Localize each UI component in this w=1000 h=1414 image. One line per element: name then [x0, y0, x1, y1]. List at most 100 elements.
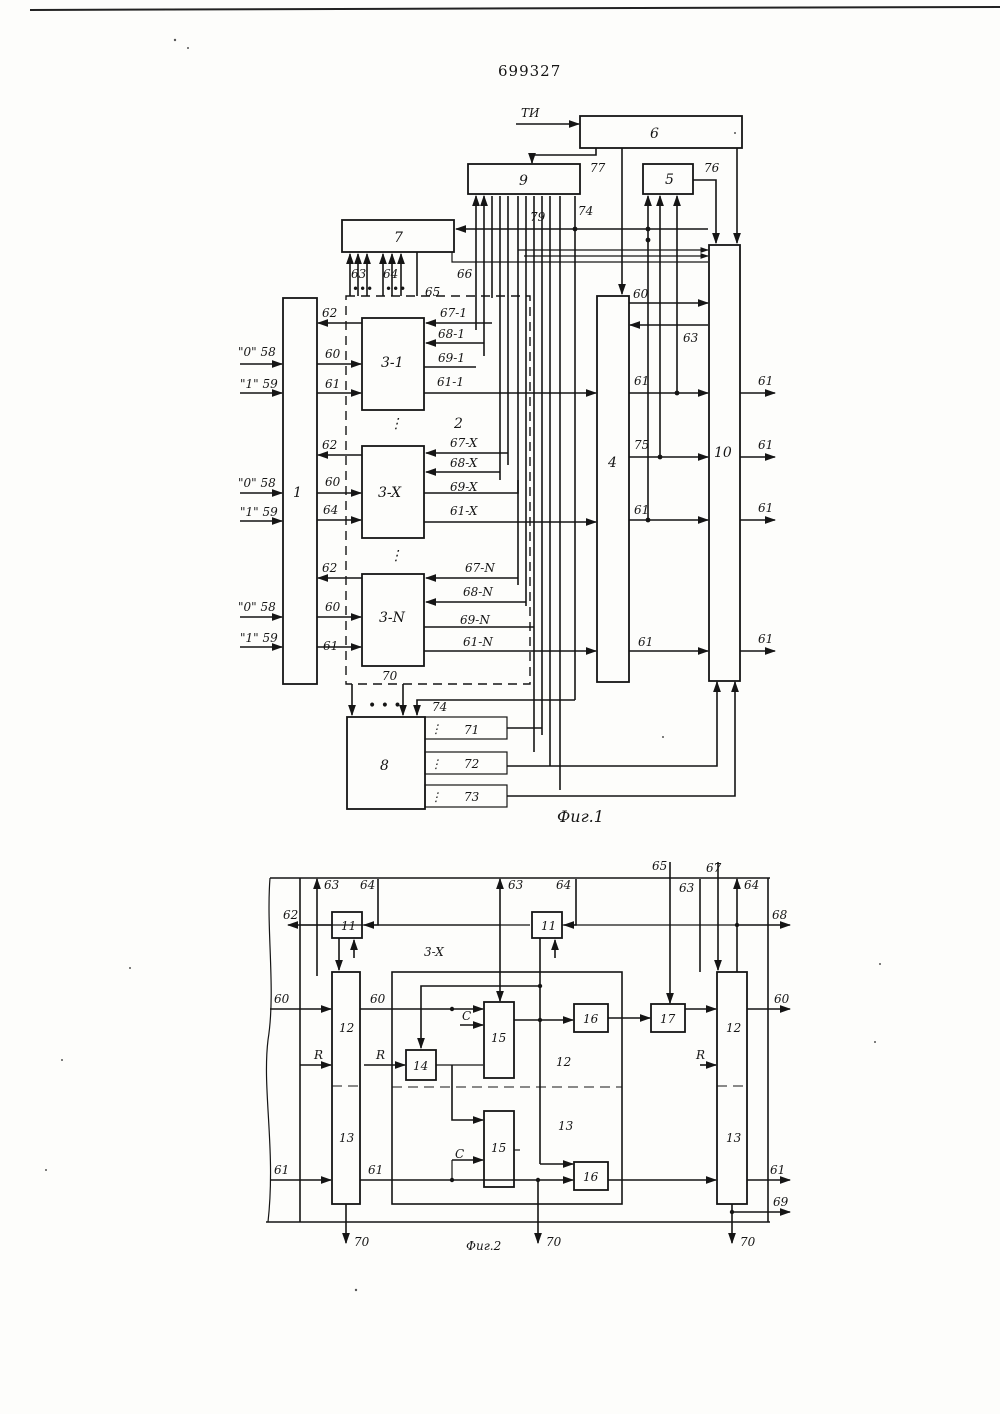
- label-74-top: 74: [578, 204, 593, 218]
- svg-text:⋮: ⋮: [430, 790, 442, 804]
- svg-text:11: 11: [341, 919, 356, 933]
- svg-text:70: 70: [546, 1235, 562, 1249]
- fig2-caption: Фиг.2: [466, 1239, 501, 1253]
- svg-text:13: 13: [726, 1131, 742, 1145]
- svg-text:67: 67: [706, 861, 722, 875]
- svg-text:67-1: 67-1: [440, 306, 467, 320]
- svg-text:70: 70: [354, 1235, 370, 1249]
- svg-text:"1" 59: "1" 59: [240, 505, 278, 519]
- svg-text:61: 61: [758, 501, 773, 515]
- svg-text:73: 73: [464, 790, 480, 804]
- figure-2: 11 62 63 64 12 13 60 R 61 70 3-X 60 R 61: [266, 859, 790, 1253]
- svg-text:12: 12: [339, 1021, 354, 1035]
- block-3-x-label: 3-X: [378, 485, 402, 501]
- svg-text:61: 61: [638, 635, 653, 649]
- label-66: 66: [457, 267, 473, 281]
- fig2-register-right: [717, 972, 747, 1204]
- fig1-caption: Фиг.1: [557, 807, 604, 826]
- svg-text:72: 72: [464, 757, 479, 771]
- svg-text:65: 65: [652, 859, 667, 873]
- block-5-label: 5: [665, 172, 674, 188]
- svg-text:•••: •••: [385, 282, 406, 296]
- svg-text:"1" 59: "1" 59: [240, 377, 278, 391]
- svg-text:70: 70: [382, 669, 398, 683]
- svg-text:63: 63: [508, 878, 524, 892]
- svg-text:68-X: 68-X: [450, 456, 478, 470]
- svg-text:C: C: [462, 1009, 471, 1023]
- svg-text:62: 62: [322, 561, 337, 575]
- svg-text:61: 61: [770, 1163, 785, 1177]
- svg-text:R: R: [313, 1048, 323, 1062]
- svg-text:68-1: 68-1: [438, 327, 465, 341]
- svg-text:61: 61: [758, 374, 773, 388]
- svg-text:61: 61: [634, 374, 649, 388]
- svg-text:60: 60: [274, 992, 290, 1006]
- label-76: 76: [704, 161, 720, 175]
- svg-text:61: 61: [758, 438, 773, 452]
- svg-text:16: 16: [583, 1012, 599, 1026]
- label-63-top: 63: [351, 267, 367, 281]
- block-6: [580, 116, 742, 148]
- svg-text:R: R: [695, 1048, 705, 1062]
- fig2-title: 3-X: [424, 945, 444, 959]
- svg-text:14: 14: [413, 1059, 428, 1073]
- svg-text:61-N: 61-N: [463, 635, 493, 649]
- svg-text:⋮: ⋮: [430, 757, 442, 771]
- svg-text:13: 13: [558, 1119, 574, 1133]
- svg-text:"0" 58: "0" 58: [238, 476, 276, 490]
- svg-text:• • •: • • •: [368, 698, 402, 714]
- scan-specks: [45, 39, 881, 1291]
- svg-text:61: 61: [274, 1163, 289, 1177]
- svg-text:60: 60: [325, 347, 341, 361]
- label-77: 77: [590, 161, 606, 175]
- inputs-to-block-1: "0" 58 "1" 59 "0" 58 "1" 59 "0" 58 "1" 5…: [238, 345, 282, 647]
- block-3-1-label: 3-1: [381, 355, 404, 371]
- svg-text:61-1: 61-1: [437, 375, 464, 389]
- svg-text:60: 60: [325, 475, 341, 489]
- svg-text:15: 15: [491, 1031, 506, 1045]
- svg-text:C: C: [455, 1147, 464, 1161]
- svg-text:64: 64: [744, 878, 759, 892]
- block-8-label: 8: [380, 758, 389, 774]
- fig2-register-left: [332, 972, 360, 1204]
- svg-text:61: 61: [634, 503, 649, 517]
- svg-text:⋮: ⋮: [389, 416, 403, 432]
- block-9-label: 9: [519, 173, 528, 189]
- svg-text:61: 61: [325, 377, 340, 391]
- label-79: 79: [530, 210, 546, 224]
- svg-text:69: 69: [773, 1195, 789, 1209]
- svg-text:61: 61: [323, 639, 338, 653]
- block-7-label: 7: [394, 230, 403, 246]
- block-10: [709, 245, 740, 681]
- svg-text:61: 61: [368, 1163, 383, 1177]
- figure-1: 6 ТИ 9 77 5 76 7 63 64 •••: [238, 106, 775, 826]
- block-10-label: 10: [714, 445, 732, 461]
- svg-text:64: 64: [323, 503, 338, 517]
- svg-text:60: 60: [633, 287, 649, 301]
- block-1-label: 1: [293, 485, 302, 501]
- svg-text:67-N: 67-N: [465, 561, 495, 575]
- block-4-label: 4: [607, 455, 617, 471]
- svg-text:69-X: 69-X: [450, 480, 478, 494]
- svg-text:64: 64: [556, 878, 571, 892]
- svg-text:63: 63: [683, 331, 699, 345]
- svg-text:11: 11: [541, 919, 556, 933]
- svg-text:69-1: 69-1: [438, 351, 465, 365]
- svg-text:61-X: 61-X: [450, 504, 478, 518]
- block-6-label: 6: [650, 126, 659, 142]
- svg-text:"1" 59: "1" 59: [240, 631, 278, 645]
- svg-text:"0" 58: "0" 58: [238, 600, 276, 614]
- svg-text:17: 17: [660, 1012, 676, 1026]
- svg-text:⋮: ⋮: [389, 548, 403, 564]
- svg-text:60: 60: [774, 992, 790, 1006]
- svg-text:71: 71: [464, 723, 479, 737]
- svg-text:61: 61: [758, 632, 773, 646]
- svg-text:68-N: 68-N: [463, 585, 493, 599]
- svg-text:70: 70: [740, 1235, 756, 1249]
- svg-text:60: 60: [325, 600, 341, 614]
- group-2-label: 2: [453, 416, 463, 432]
- scan-edge: [30, 7, 1000, 10]
- svg-text:68: 68: [772, 908, 788, 922]
- svg-text:62: 62: [283, 908, 298, 922]
